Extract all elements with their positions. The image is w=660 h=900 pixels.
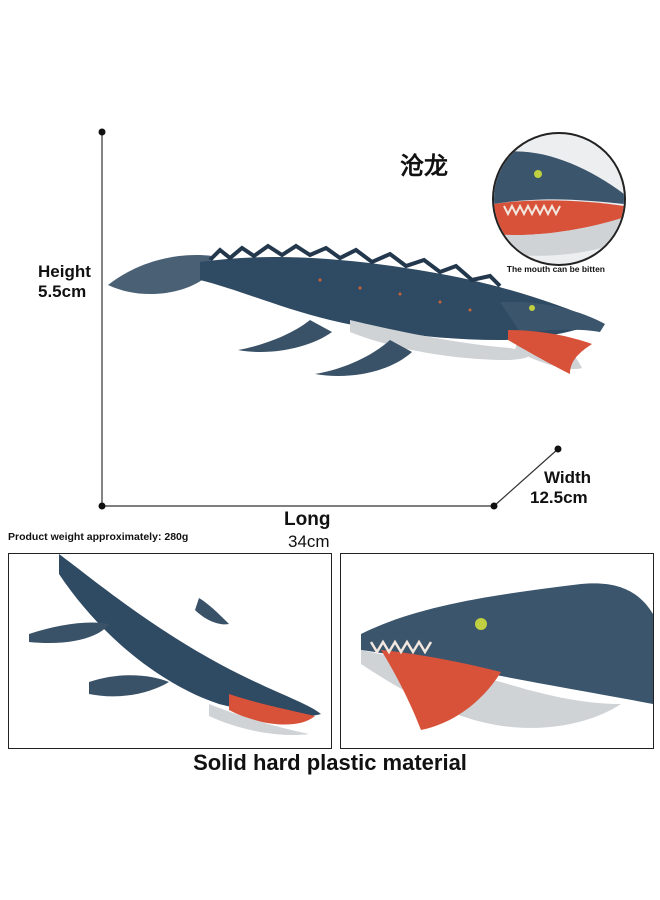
width-value: 12.5cm bbox=[530, 488, 588, 507]
height-dimension-label: Height 5.5cm bbox=[38, 262, 91, 302]
height-value: 5.5cm bbox=[38, 282, 87, 301]
mouth-closeup-inset bbox=[492, 132, 626, 266]
mosasaurus-main-image bbox=[108, 243, 605, 376]
height-label: Height bbox=[38, 262, 91, 281]
top-view-photo bbox=[8, 553, 332, 749]
mosasaurus-head-closeup-image bbox=[361, 583, 653, 730]
width-dimension-label: Width 12.5cm bbox=[530, 468, 591, 508]
head-closeup-photo bbox=[340, 553, 654, 749]
weight-note: Product weight approximately: 280g bbox=[8, 531, 189, 543]
inset-caption: The mouth can be bitten bbox=[506, 264, 605, 274]
dimension-lines bbox=[98, 128, 562, 510]
material-caption: Solid hard plastic material bbox=[193, 750, 467, 775]
width-label: Width bbox=[544, 468, 592, 487]
mouth-closeup-image bbox=[494, 151, 624, 256]
long-label: Long bbox=[284, 509, 331, 530]
mosasaurus-top-view-image bbox=[29, 554, 321, 736]
long-value: 34cm bbox=[288, 532, 330, 551]
chinese-title: 沧龙 bbox=[400, 152, 448, 180]
